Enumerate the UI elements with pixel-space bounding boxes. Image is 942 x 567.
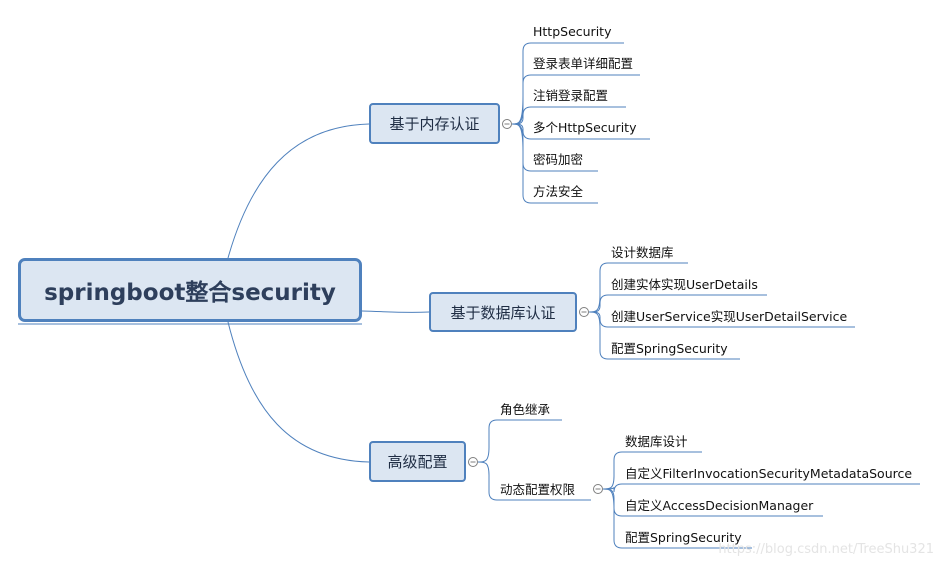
leaf-login-form-config[interactable]: 登录表单详细配置: [533, 56, 634, 71]
leaf-dynamic-permissions[interactable]: 动态配置权限: [500, 482, 576, 497]
leaf-custom-filter-metadata-source[interactable]: 自定义FilterInvocationSecurityMetadataSourc…: [625, 466, 913, 481]
watermark: https://blog.csdn.net/TreeShu321: [718, 542, 934, 557]
link-advanced-leaf-1: [477, 461, 591, 501]
leaf-custom-access-decision-manager[interactable]: 自定义AccessDecisionManager: [625, 498, 814, 513]
branch-memory-auth[interactable]: 基于内存认证: [369, 103, 500, 144]
leaf-config-springsecurity-advanced[interactable]: 配置SpringSecurity: [625, 530, 742, 545]
leaf-httpsecurity[interactable]: HttpSecurity: [533, 24, 612, 39]
leaf-entity-userdetails[interactable]: 创建实体实现UserDetails: [611, 277, 758, 292]
link-database-leaf-3: [588, 311, 740, 360]
link-dynamic-leaf-3: [602, 488, 752, 549]
link-memory-leaf-3: [511, 123, 650, 140]
collapse-dynamic-permissions[interactable]: [593, 484, 603, 494]
link-root-database: [361, 310, 430, 313]
root-topic[interactable]: springboot整合security: [18, 258, 362, 322]
collapse-memory[interactable]: [502, 119, 512, 129]
leaf-password-encryption[interactable]: 密码加密: [533, 152, 584, 167]
leaf-role-inheritance[interactable]: 角色继承: [500, 402, 551, 417]
link-memory-leaf-5: [511, 123, 598, 204]
leaf-logout-config[interactable]: 注销登录配置: [533, 88, 609, 103]
leaf-database-design[interactable]: 数据库设计: [625, 434, 688, 449]
link-database-leaf-2: [588, 311, 855, 328]
link-advanced-leaf-0: [477, 419, 562, 463]
branch-advanced-config[interactable]: 高级配置: [369, 441, 466, 482]
link-root-advanced: [227, 321, 370, 463]
leaf-method-security[interactable]: 方法安全: [533, 184, 584, 199]
leaf-multiple-httpsecurity[interactable]: 多个HttpSecurity: [533, 120, 637, 135]
leaf-config-springsecurity-db[interactable]: 配置SpringSecurity: [611, 341, 728, 356]
branch-database-auth[interactable]: 基于数据库认证: [429, 292, 577, 332]
link-root-memory: [227, 123, 370, 259]
leaf-userservice-userdetailservice[interactable]: 创建UserService实现UserDetailService: [611, 309, 848, 324]
collapse-advanced[interactable]: [468, 457, 478, 467]
leaf-design-database[interactable]: 设计数据库: [611, 245, 674, 260]
collapse-database[interactable]: [579, 307, 589, 317]
link-dynamic-leaf-1: [602, 483, 920, 493]
